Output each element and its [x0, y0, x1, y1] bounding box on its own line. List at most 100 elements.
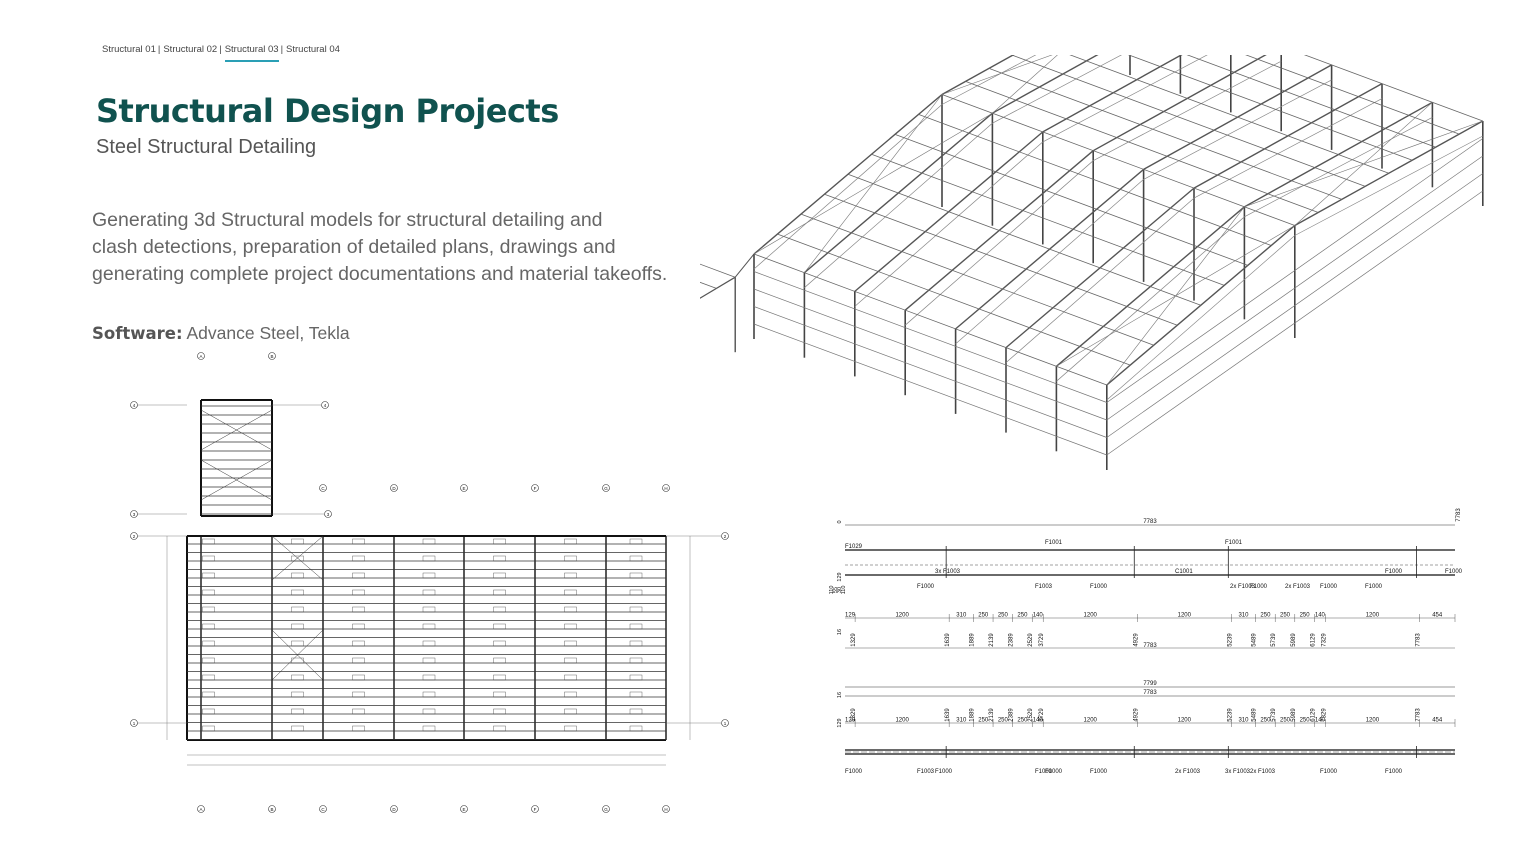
dimension-label: 3729 — [1039, 708, 1045, 722]
plan-member-tag — [422, 674, 436, 681]
grid-label: E — [462, 807, 465, 812]
grid-label: D — [392, 486, 396, 491]
dimension-label: 1639 — [945, 708, 951, 722]
dimension-label: 6129 — [1310, 633, 1316, 647]
dimension-label: 110 — [841, 586, 847, 595]
plan-member-tag — [564, 623, 577, 630]
grid-label: 1 — [133, 721, 136, 726]
dimension-label: 7783 — [1415, 633, 1421, 647]
dimension-label: 7799 — [1143, 681, 1157, 687]
plan-member-tag — [422, 657, 436, 664]
plan-member-tag — [629, 640, 643, 647]
plan-member-tag — [352, 674, 365, 681]
grid-bubble — [321, 401, 329, 409]
frame-member — [1056, 225, 1295, 367]
dimension-label: 310 — [1238, 718, 1249, 724]
part-label: F1000 — [1035, 769, 1053, 775]
plan-member-tag — [493, 640, 506, 647]
dimension-label: 16 — [837, 692, 843, 698]
dimension-label: 1889 — [969, 708, 975, 722]
plan-member-tag — [202, 674, 215, 681]
plan-member-tag — [629, 725, 643, 732]
tab-separator: | — [280, 44, 284, 55]
tab-separator: | — [157, 44, 161, 55]
plan-member-tag — [422, 555, 436, 562]
plan-member-tag — [202, 623, 215, 630]
plan-member-tag — [564, 725, 577, 732]
dimension-label: 310 — [956, 613, 967, 619]
dimension-label: 250 — [1300, 718, 1311, 724]
grid-bubble — [197, 805, 205, 813]
grid-bubble — [602, 805, 610, 813]
frame-member — [700, 276, 736, 299]
dimension-label: 310 — [1238, 613, 1249, 619]
frame-member — [753, 288, 1107, 421]
plan-bracing — [271, 535, 324, 581]
plan-member-tag — [629, 589, 643, 596]
grid-bubble — [319, 484, 327, 492]
dimension-label: 140 — [1033, 718, 1044, 724]
frame-member — [1005, 197, 1195, 363]
grid-bubble — [531, 805, 539, 813]
grid-label: B — [270, 807, 273, 812]
plan-member-tag — [564, 640, 577, 647]
part-label: 3x F1003 — [935, 569, 961, 575]
plan-member-tag — [291, 623, 304, 630]
grid-label: F — [534, 807, 537, 812]
dimension-label: 250 — [998, 613, 1009, 619]
grid-bubble — [130, 719, 138, 727]
tab-structural-02[interactable]: Structural 02 — [163, 44, 218, 55]
dimension-label: 2139 — [989, 708, 995, 722]
tab-structural-01[interactable]: Structural 01 — [102, 44, 156, 55]
grid-bubble — [602, 484, 610, 492]
frame-member — [753, 253, 1107, 386]
grid-bubble — [460, 805, 468, 813]
plan-member-tag — [422, 538, 436, 545]
part-label: F1000 — [1320, 584, 1338, 590]
dimension-label: 250 — [1017, 613, 1028, 619]
plan-member-tag — [202, 657, 215, 664]
plan-member-tag — [202, 640, 215, 647]
plan-member-tag — [629, 572, 643, 579]
tab-structural-03[interactable]: Structural 03 — [224, 44, 279, 62]
plan-member-tag — [352, 538, 365, 545]
grid-bubble — [662, 805, 670, 813]
grid-label: B — [270, 354, 273, 359]
frame-member — [700, 263, 736, 278]
frame-member — [753, 323, 1107, 456]
grid-bubble — [268, 805, 276, 813]
dimension-label: 55 — [833, 587, 839, 593]
plan-bracing — [200, 409, 273, 451]
dimension-label: 7329 — [1321, 633, 1327, 647]
plan-member-tag — [629, 606, 643, 613]
part-label: C1001 — [1175, 569, 1193, 575]
frame-member — [734, 253, 755, 278]
tab-structural-04[interactable]: Structural 04 — [286, 44, 340, 55]
project-tabs: Structural 01|Structural 02|Structural 0… — [102, 44, 340, 62]
software-value: Advance Steel, Tekla — [186, 323, 350, 343]
part-label: F1000 — [1045, 769, 1063, 775]
grid-bubble — [319, 805, 327, 813]
dimension-label: 4929 — [1133, 633, 1139, 647]
plan-member-tag — [202, 606, 215, 613]
plan-member-tag — [422, 572, 436, 579]
frame-member — [1127, 55, 1413, 161]
dimension-label: 129 — [837, 718, 843, 727]
description-line: generating complete project documentatio… — [92, 263, 668, 285]
dimension-label: 250 — [1260, 718, 1271, 724]
part-label: 3x F1003 — [1225, 769, 1251, 775]
frame-member — [904, 160, 1094, 326]
grid-bubble — [390, 484, 398, 492]
frame-member — [965, 81, 1319, 213]
plan-member-tag — [352, 640, 365, 647]
dimension-label: 1329 — [851, 708, 857, 722]
dimension-label: 5739 — [1271, 633, 1277, 647]
dimension-label: 250 — [1300, 613, 1311, 619]
plan-member-tag — [352, 572, 365, 579]
grid-bubble — [721, 719, 729, 727]
plan-member-tag — [202, 725, 215, 732]
plan-member-tag — [422, 589, 436, 596]
plan-member-tag — [202, 538, 215, 545]
grid-bubble — [130, 532, 138, 540]
